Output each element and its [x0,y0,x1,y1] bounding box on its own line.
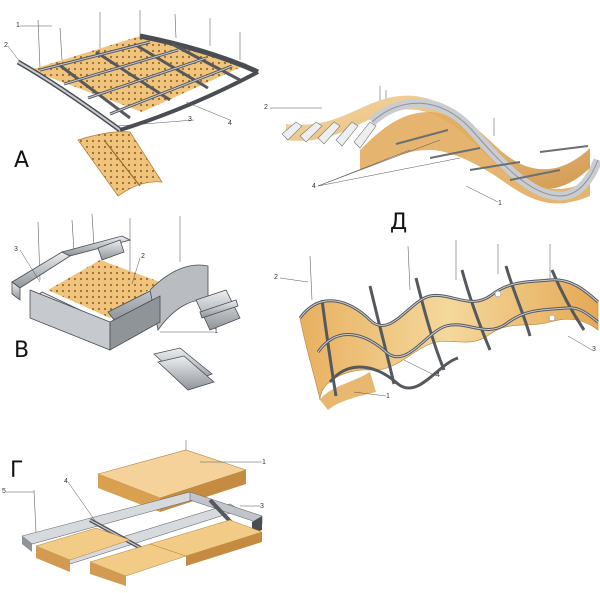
panel-label-v: В [14,338,30,363]
panel-a-illustration [16,10,260,197]
callout-v-3: 3 [14,246,18,253]
callout-a-3: 3 [188,116,192,123]
callout-wave-1: 1 [386,393,390,400]
callout-d-2: 2 [264,104,268,111]
panel-g-illustration [21,440,263,586]
callout-v-1: 1 [214,328,218,335]
callout-g-1: 1 [262,459,266,466]
callout-wave-2: 2 [274,274,278,281]
panel-label-g: Γ [10,458,23,483]
callout-a-1: 1 [16,22,20,29]
panel-label-a: А [14,148,30,173]
panel-label-d: Д [390,210,408,235]
callout-a-4: 4 [228,120,232,127]
wave-panel-illustration [298,240,600,410]
callout-g-3: 3 [260,503,264,510]
leader-lines [6,25,593,523]
callout-wave-3: 3 [592,346,596,353]
callout-a-2: 2 [4,42,8,49]
panel-d-illustration [281,86,600,204]
callout-d-1: 1 [498,200,502,207]
callout-v-2: 2 [141,253,145,260]
callout-wave-4: 4 [436,372,440,379]
panel-v-illustration [11,213,241,391]
callout-g-4: 4 [64,478,68,485]
callout-g-5: 5 [2,488,6,495]
callout-d-4: 4 [312,183,316,190]
